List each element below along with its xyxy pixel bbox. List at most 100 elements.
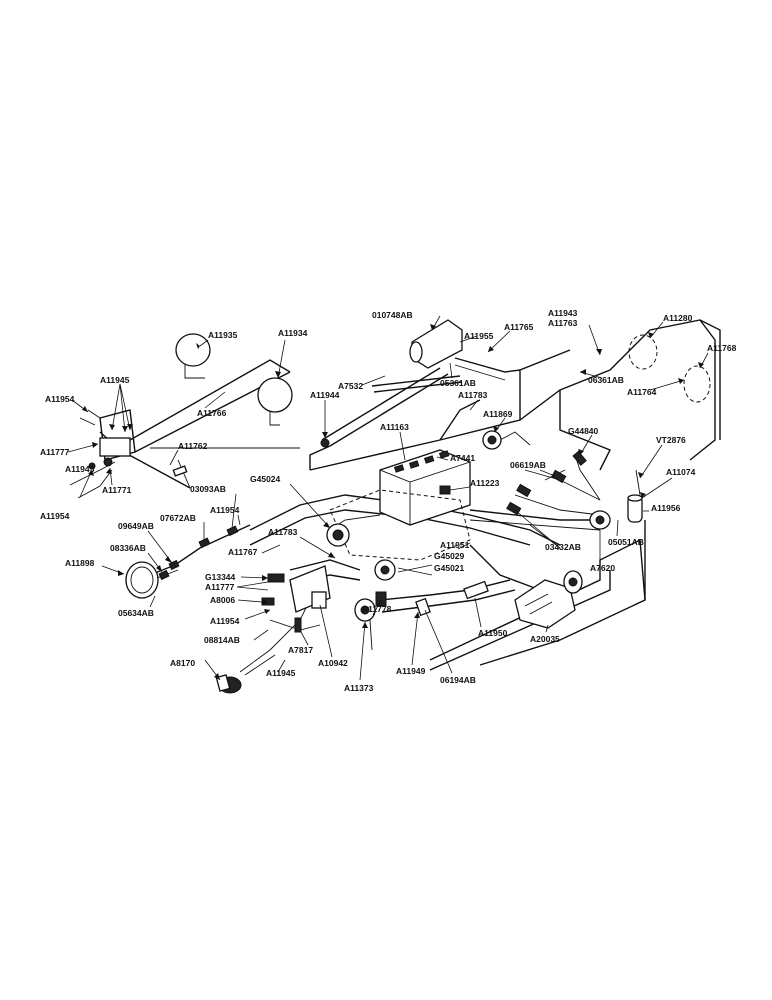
label-g13344: G13344 — [205, 572, 236, 582]
relay-a11778 — [375, 591, 387, 607]
label-a11767: A11767 — [228, 547, 258, 557]
connector-03093ab — [226, 525, 239, 537]
label-a11771: A11771 — [102, 485, 132, 495]
label-a11778: A11778 — [362, 604, 392, 614]
label-a11956: A11956 — [651, 503, 681, 513]
leader-lines — [67, 315, 709, 681]
plug-a11762 — [172, 465, 188, 477]
label-08336ab: 08336AB — [110, 543, 146, 553]
label-a11763: A11763 — [548, 318, 578, 328]
sleeve-06194ab — [415, 597, 431, 617]
work-lamp-a11934 — [257, 377, 293, 413]
callout-labels: A11935 A11934 A11945 A11954 A11766 A1177… — [40, 308, 737, 693]
label-03093ab: 03093AB — [190, 484, 226, 494]
label-08814ab: 08814AB — [204, 635, 240, 645]
label-a11943: A11943 — [548, 308, 578, 318]
label-a11764: A11764 — [627, 387, 657, 397]
label-a11954-mid: A11954 — [210, 505, 240, 515]
label-a11074: A11074 — [666, 467, 696, 477]
label-05361ab: 05361AB — [440, 378, 476, 388]
label-a11869: A11869 — [483, 409, 513, 419]
coupler-a7620-core — [595, 515, 605, 525]
component-a8170 — [215, 674, 242, 694]
switch-g13344 — [267, 573, 285, 583]
connector-a11945 — [88, 462, 96, 470]
switch-panel-a10942 — [289, 565, 331, 613]
label-g45029: G45029 — [434, 551, 465, 561]
label-06194ab: 06194AB — [440, 675, 476, 685]
sleeve-a11950 — [463, 580, 489, 600]
label-a11373: A11373 — [344, 683, 374, 693]
label-vt2876: VT2876 — [656, 435, 686, 445]
lamp-a11898 — [125, 561, 159, 599]
component-g45024-core — [332, 529, 344, 541]
component-g45021-core — [380, 565, 390, 575]
label-a11934: A11934 — [278, 328, 308, 338]
label-05051ab: 05051AB — [608, 537, 644, 547]
label-a7817: A7817 — [288, 645, 313, 655]
label-a11945-left: A11945 — [65, 464, 95, 474]
label-a11954-low: A11954 — [40, 511, 70, 521]
engine-outline — [329, 489, 471, 561]
connector-a11223 — [439, 485, 451, 495]
label-a11935: A11935 — [208, 330, 238, 340]
label-09649ab: 09649AB — [118, 521, 154, 531]
label-a11765: A11765 — [504, 322, 534, 332]
label-a11945-bot: A11945 — [266, 668, 296, 678]
label-a11777-mid: A11777 — [205, 582, 235, 592]
sensor-03432ab-a — [516, 483, 532, 498]
label-a11777-left: A11777 — [40, 447, 70, 457]
component-a11373 — [354, 598, 376, 651]
label-a11951: A11951 — [440, 540, 470, 550]
label-a11955: A11955 — [464, 331, 494, 341]
canister-a11074-top — [627, 494, 643, 502]
connector-09649ab — [168, 559, 180, 571]
work-lamp-a11935 — [175, 333, 211, 367]
label-g45021: G45021 — [434, 563, 465, 573]
components — [88, 319, 711, 694]
label-g45024: G45024 — [250, 474, 281, 484]
arrowheads — [82, 324, 704, 680]
starter-a20035 — [514, 570, 583, 629]
label-a11768: A11768 — [707, 343, 737, 353]
component-a7817 — [294, 617, 302, 633]
label-010748ab: 010748AB — [372, 310, 413, 320]
sensor-06619ab — [551, 469, 567, 484]
label-a11762: A11762 — [178, 441, 208, 451]
label-07672ab: 07672AB — [160, 513, 196, 523]
label-a11898: A11898 — [65, 558, 95, 568]
sensor-g44840 — [572, 450, 587, 466]
label-a11944: A11944 — [310, 390, 340, 400]
connector-a11771 — [103, 457, 113, 467]
label-a11766: A11766 — [197, 408, 227, 418]
connector-block-left — [99, 437, 131, 457]
connector-08336ab — [158, 569, 170, 581]
label-a11783-mid: A11783 — [268, 527, 298, 537]
label-a7620: A7620 — [590, 563, 615, 573]
label-06619ab: 06619AB — [510, 460, 546, 470]
flasher-face — [409, 341, 423, 363]
label-a11280: A11280 — [663, 313, 693, 323]
dash-lamp-a11768 — [683, 365, 711, 403]
label-a11945-top: A11945 — [100, 375, 130, 385]
battery-a11163 — [379, 449, 471, 526]
dash-lamp-a11280 — [628, 334, 658, 370]
connector-07672ab — [198, 537, 211, 549]
label-a11163: A11163 — [380, 422, 409, 432]
label-a10942: A10942 — [318, 658, 348, 668]
label-a11949: A11949 — [396, 666, 426, 676]
label-a20035: A20035 — [530, 634, 560, 644]
label-a8006: A8006 — [210, 595, 235, 605]
label-a7441: A7441 — [450, 453, 475, 463]
label-a11954-left: A11954 — [45, 394, 75, 404]
label-a11223: A11223 — [470, 478, 500, 488]
label-a8170: A8170 — [170, 658, 195, 668]
label-03432ab: 03432AB — [545, 542, 581, 552]
label-g44840: G44840 — [568, 426, 599, 436]
label-a11954-bot: A11954 — [210, 616, 240, 626]
label-06361ab: 06361AB — [588, 375, 624, 385]
label-a11950: A11950 — [478, 628, 508, 638]
tube-end-a11944 — [320, 438, 330, 448]
label-05634ab: 05634AB — [118, 608, 154, 618]
